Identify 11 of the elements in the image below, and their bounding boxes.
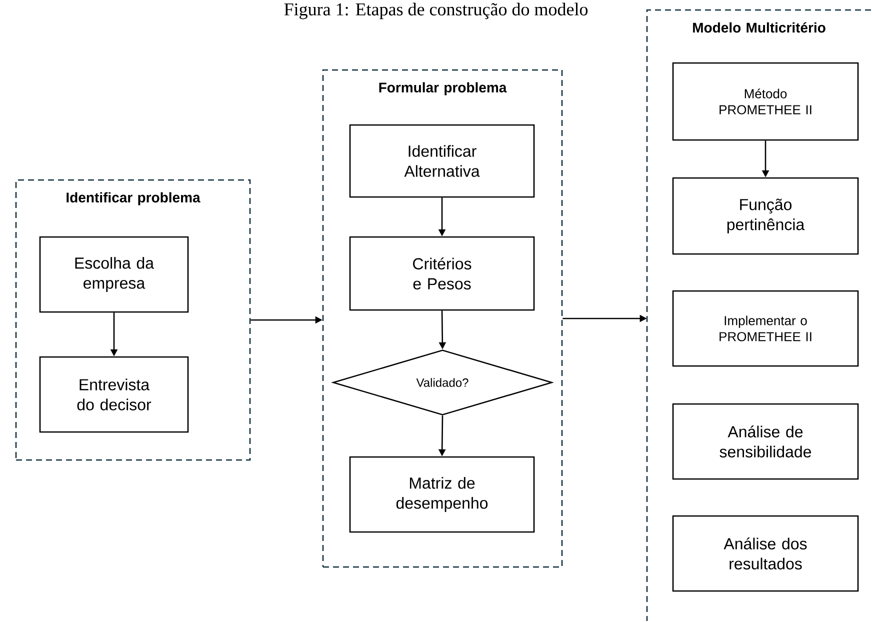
process-box: Implementar o PROMETHEE II bbox=[672, 290, 859, 367]
figure-title: Figura 1: Etapas de construção do modelo bbox=[284, 2, 588, 20]
process-box: Análise de sensibilidade bbox=[672, 403, 859, 480]
process-box: Critérios e Pesos bbox=[349, 236, 535, 311]
process-box: Identificar Alternativa bbox=[349, 124, 535, 198]
process-box: Entrevista do decisor bbox=[39, 356, 189, 433]
process-box: Análise dos resultados bbox=[672, 515, 859, 592]
process-box: Função pertinência bbox=[672, 177, 859, 255]
process-box: Matriz de desempenho bbox=[349, 456, 535, 533]
process-box: Método PROMETHEE II bbox=[672, 62, 859, 141]
process-box: Escolha da empresa bbox=[39, 236, 189, 313]
